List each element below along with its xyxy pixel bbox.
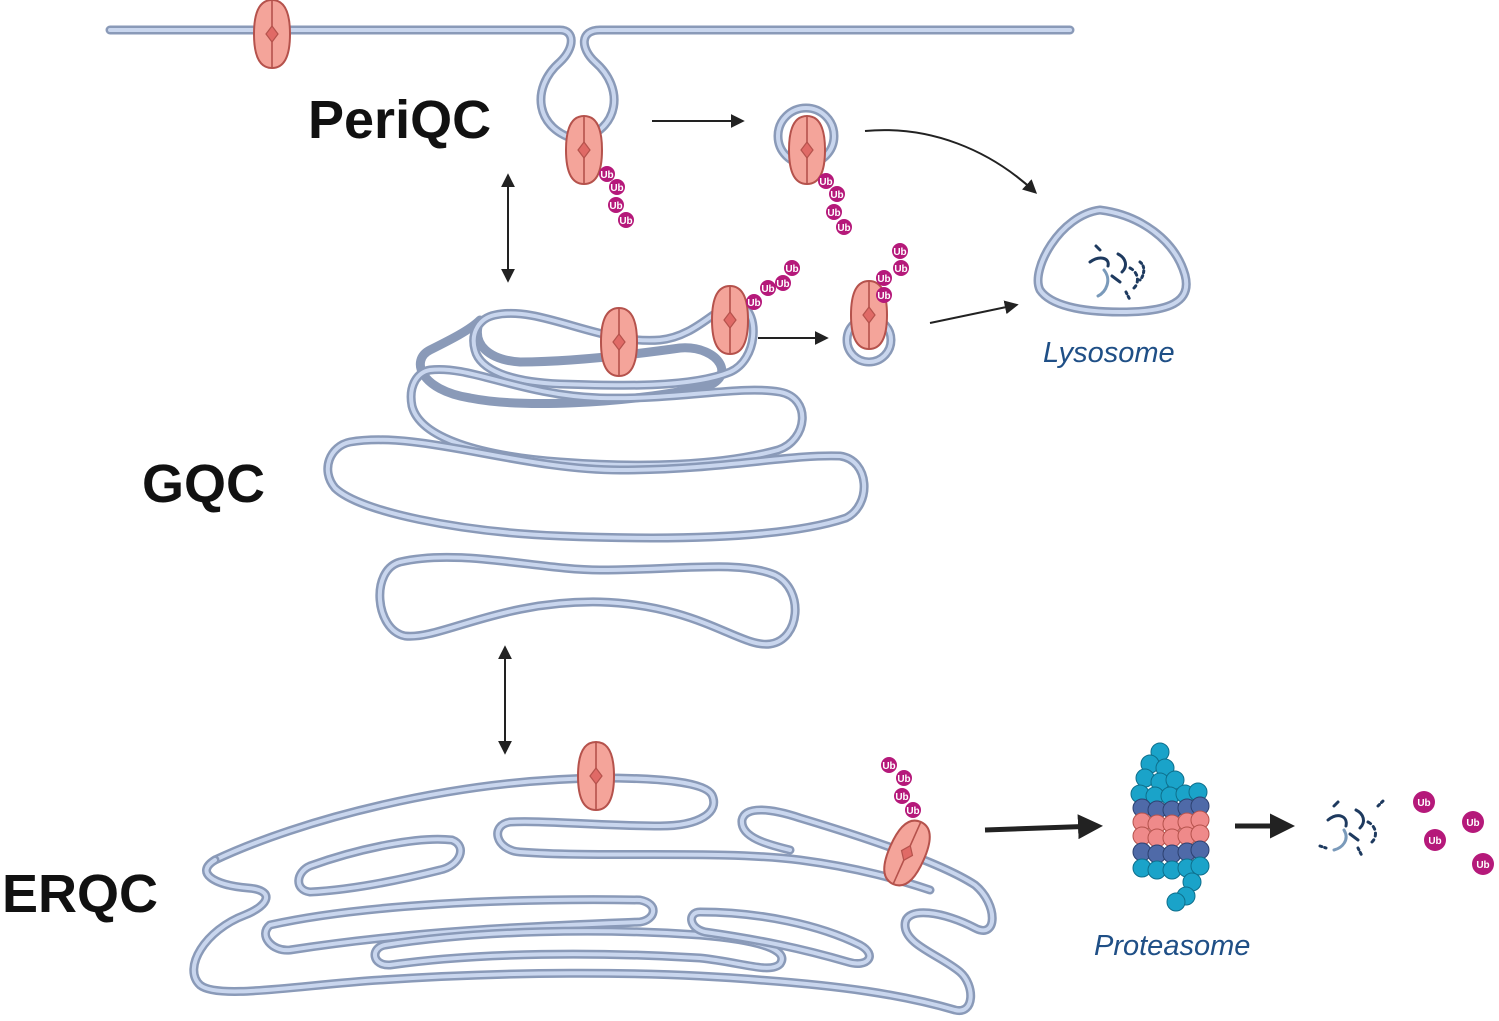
svg-text:Ub: Ub <box>894 264 907 275</box>
endocytosed-protein-icon <box>565 115 603 185</box>
periqc-label: PeriQC <box>308 90 491 150</box>
svg-text:Ub: Ub <box>906 806 919 817</box>
arrow-to-lysosome-curved <box>864 129 1038 194</box>
ubiquitin-chain-icon: Ub Ub Ub Ub <box>599 166 634 228</box>
svg-text:Ub: Ub <box>1466 818 1479 829</box>
svg-text:Ub: Ub <box>609 201 622 212</box>
svg-text:Ub: Ub <box>877 274 890 285</box>
golgi-ub-protein-icon <box>711 285 749 355</box>
svg-text:Ub: Ub <box>877 291 890 302</box>
svg-text:Ub: Ub <box>1428 836 1441 847</box>
ubiquitin-chain-icon: Ub Ub Ub Ub <box>818 173 852 235</box>
svg-text:Ub: Ub <box>893 247 906 258</box>
svg-text:Ub: Ub <box>610 183 623 194</box>
ubiquitin-chain-icon: Ub Ub Ub Ub <box>746 260 800 310</box>
lysosome-icon <box>1033 205 1191 317</box>
membrane-protein-icon <box>253 0 291 69</box>
svg-text:Ub: Ub <box>882 761 895 772</box>
svg-text:Ub: Ub <box>1417 798 1430 809</box>
proteasome-label: Proteasome <box>1094 930 1250 962</box>
svg-text:Ub: Ub <box>600 170 613 181</box>
free-ubiquitin-icon: Ub Ub Ub Ub <box>1413 791 1494 875</box>
endoplasmic-reticulum <box>189 773 997 1015</box>
erqc-label: ERQC <box>2 864 158 924</box>
golgi-cisternae <box>323 300 869 649</box>
svg-text:Ub: Ub <box>776 279 789 290</box>
svg-text:Ub: Ub <box>827 208 840 219</box>
svg-text:Ub: Ub <box>785 264 798 275</box>
svg-text:Ub: Ub <box>837 223 850 234</box>
arrow-vesicle-to-lysosome <box>929 300 1019 324</box>
ubiquitin-chain-icon: Ub Ub Ub Ub <box>881 757 921 818</box>
svg-text:Ub: Ub <box>895 792 908 803</box>
lysosome-label: Lysosome <box>1043 337 1175 369</box>
arrow-to-proteasome <box>984 814 1103 840</box>
golgi-protein-icon <box>600 307 638 377</box>
svg-text:Ub: Ub <box>761 284 774 295</box>
gqc-label: GQC <box>142 454 265 514</box>
ubiquitin-chain-icon: Ub Ub Ub Ub <box>876 243 909 303</box>
vesicle-protein-icon <box>788 115 826 185</box>
svg-text:Ub: Ub <box>897 774 910 785</box>
svg-text:Ub: Ub <box>1476 860 1489 871</box>
proteasome-icon <box>1130 742 1210 912</box>
degraded-peptide-icon <box>1318 798 1386 858</box>
svg-text:Ub: Ub <box>830 190 843 201</box>
er-protein-icon <box>577 741 615 811</box>
svg-text:Ub: Ub <box>619 216 632 227</box>
svg-text:Ub: Ub <box>819 177 832 188</box>
svg-text:Ub: Ub <box>747 298 760 309</box>
